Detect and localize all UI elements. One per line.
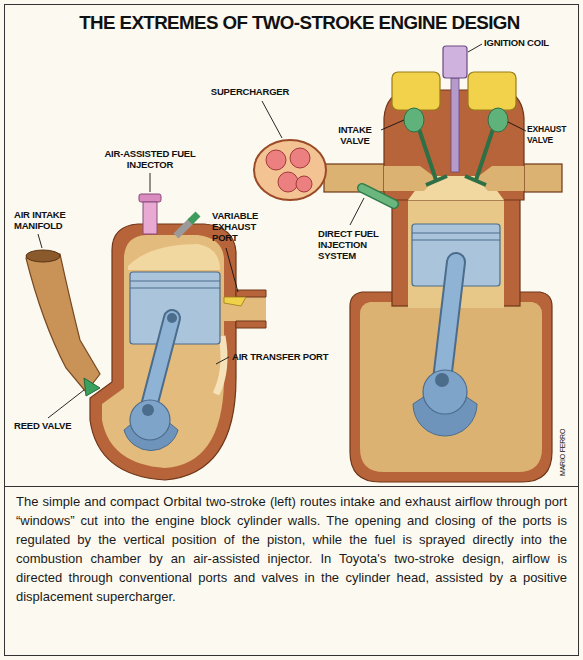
camshaft-housing — [392, 72, 440, 110]
crank-pin — [435, 373, 449, 387]
part-label: DIRECT FUEL INJECTION SYSTEM — [318, 228, 392, 261]
leader-line — [468, 44, 482, 52]
crankcase-interior — [102, 235, 224, 468]
title: THE EXTREMES OF TWO-STROKE ENGINE DESIGN — [8, 10, 583, 36]
part-label: AIR TRANSFER PORT — [232, 351, 328, 362]
leader-line — [38, 234, 42, 248]
leader-line — [48, 390, 84, 418]
piston-ring — [412, 233, 500, 234]
injector-cap — [139, 194, 161, 202]
supercharger-housing — [254, 140, 326, 200]
exhaust-channel — [220, 297, 266, 321]
part-label: REED VALVE — [14, 420, 71, 431]
supercharger-rotor — [266, 150, 286, 170]
variable-exhaust-valve — [224, 297, 246, 306]
connecting-rod — [442, 262, 456, 380]
wrist-pin — [167, 313, 177, 323]
spark-plug-cap — [190, 214, 198, 222]
watermark: MARIO FERRO — [559, 429, 567, 476]
reed-valve — [84, 378, 100, 396]
exhaust-valve-head — [465, 176, 486, 185]
leader-line — [262, 101, 282, 138]
intake-port — [384, 166, 436, 191]
part-label: EXHAUST VALVE — [527, 124, 577, 146]
intake-manifold — [26, 252, 100, 392]
leader-line — [508, 122, 526, 131]
direct-injector — [362, 188, 394, 204]
supercharger-rotor — [290, 148, 310, 168]
leader-line — [381, 120, 404, 130]
intake-pipe — [324, 164, 386, 192]
connecting-rod — [148, 318, 172, 410]
exhaust-port — [476, 166, 524, 191]
exhaust-valve-spring — [488, 108, 508, 132]
spark-plug — [451, 78, 459, 172]
part-label: IGNITION COIL — [484, 37, 549, 48]
part-label: AIR INTAKE MANIFOLD — [14, 209, 89, 231]
supercharger-rotor — [278, 172, 298, 192]
part-label: VARIABLE EXHAUST PORT — [212, 210, 272, 243]
part-label: INTAKE VALVE — [331, 124, 379, 146]
leader-line — [350, 198, 364, 225]
supercharger-rotor — [296, 176, 312, 192]
ignition-coil — [443, 46, 467, 78]
intake-valve-head — [426, 176, 447, 185]
part-label: AIR-ASSISTED FUEL INJECTOR — [104, 148, 196, 170]
leader-lines — [38, 44, 526, 418]
connecting-rod — [148, 318, 172, 410]
toyota-engine — [254, 46, 562, 482]
direct-injector — [362, 188, 394, 204]
intake-valve-spring — [404, 108, 424, 132]
crankshaft — [130, 400, 170, 440]
piston-ring — [412, 240, 500, 241]
transfer-port — [216, 336, 224, 394]
engine-shell — [90, 224, 236, 480]
leader-line — [216, 357, 229, 364]
caption: The simple and compact Orbital two-strok… — [16, 492, 567, 606]
camshaft-housing — [468, 72, 516, 110]
fuel-injector — [143, 202, 157, 234]
frame — [5, 5, 579, 656]
connecting-rod — [442, 262, 456, 380]
crank-pin — [142, 404, 154, 416]
part-label: SUPERCHARGER — [205, 86, 295, 97]
manifold-mouth — [26, 250, 60, 262]
spark-plug — [176, 220, 192, 236]
leader-line — [226, 248, 238, 292]
caption-rule — [5, 486, 579, 487]
leader-line — [150, 173, 151, 192]
piston-ring — [130, 288, 220, 289]
exhaust-pipe — [522, 164, 562, 192]
exhaust-pipe — [236, 290, 266, 328]
piston-ring — [130, 281, 220, 282]
crankshaft — [423, 370, 467, 414]
combustion-chamber — [128, 244, 220, 270]
